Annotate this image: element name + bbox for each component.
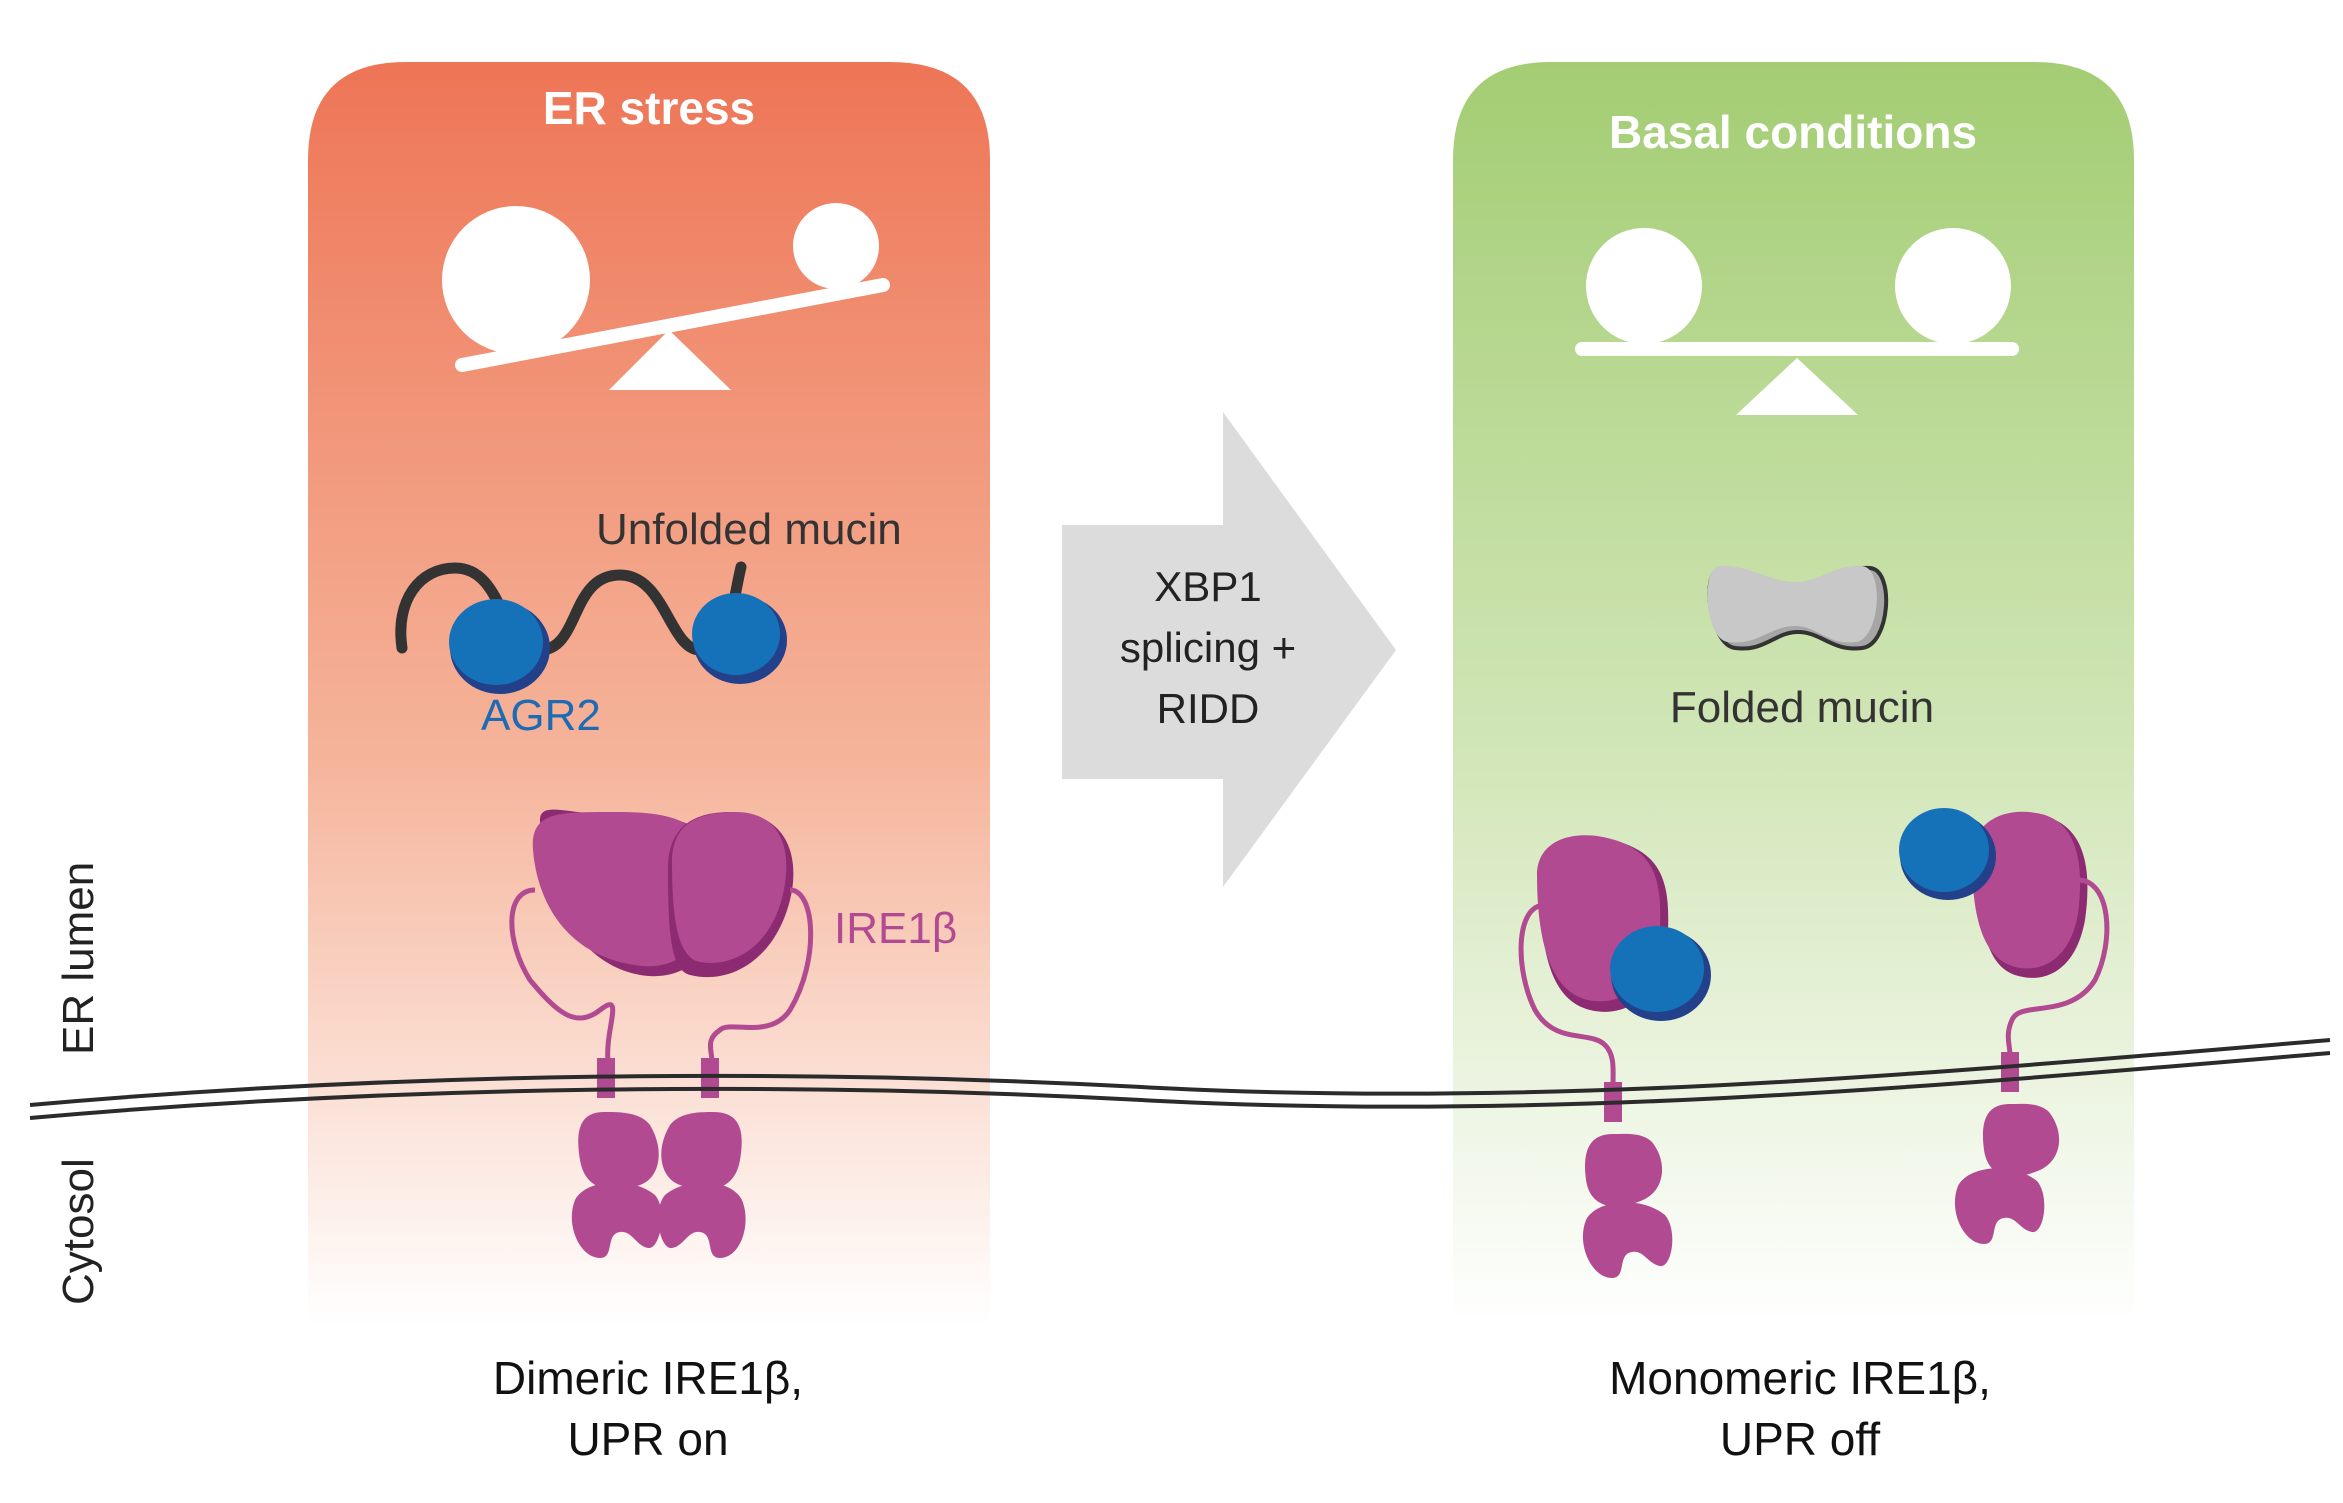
balanced-scale-icon [1575, 228, 2019, 415]
agr2-protein-icon [449, 599, 550, 694]
agr2-protein-icon [692, 593, 787, 684]
ire1b-monomer-icon [1518, 835, 1711, 1278]
monomeric-caption-line1: Monomeric IRE1β, [1609, 1352, 1991, 1404]
arrow-label-line2: splicing + [1120, 624, 1296, 671]
agr2-label: AGR2 [481, 691, 601, 740]
unfolded-mucin-label: Unfolded mucin [596, 505, 902, 554]
tilted-balance-icon [442, 203, 890, 390]
dimeric-caption-line1: Dimeric IRE1β, [493, 1352, 803, 1404]
folded-mucin-icon [1707, 565, 1889, 651]
arrow-label-line1: XBP1 [1154, 563, 1261, 610]
er-stress-panel: ER stress Unfolded mucin AGR2 [308, 62, 990, 1325]
ire1b-monomer-icon [1899, 808, 2110, 1244]
monomeric-caption-line2: UPR off [1720, 1413, 1880, 1465]
dimeric-caption-line2: UPR on [567, 1413, 728, 1465]
basal-conditions-title: Basal conditions [1609, 106, 1977, 158]
folded-mucin-label: Folded mucin [1670, 683, 1934, 732]
er-lumen-label: ER lumen [54, 862, 103, 1055]
ire1b-label: IRE1β [834, 904, 957, 953]
er-membrane [29, 1038, 2331, 1120]
er-stress-title: ER stress [543, 82, 755, 134]
arrow-label-line3: RIDD [1157, 685, 1260, 732]
cytosol-label: Cytosol [54, 1158, 103, 1305]
transition-arrow: XBP1 splicing + RIDD [1062, 412, 1396, 887]
basal-conditions-panel: Basal conditions Folded mucin [1453, 62, 2134, 1325]
